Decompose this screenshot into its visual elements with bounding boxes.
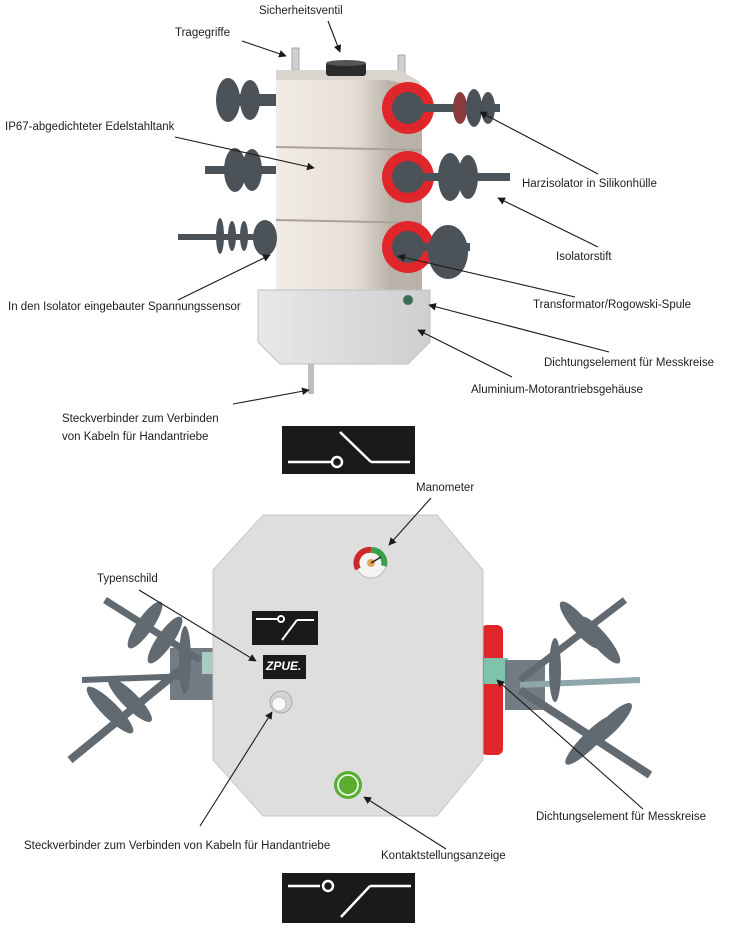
octagonal-drive-housing bbox=[212, 514, 484, 817]
bottom-leader-lines bbox=[138, 497, 644, 850]
recloser-side-view bbox=[178, 47, 510, 394]
type-plate bbox=[263, 655, 306, 679]
manometer bbox=[353, 546, 388, 579]
switch-symbol-open bbox=[282, 426, 415, 474]
label-contact-indicator: Kontaktstellungsanzeige bbox=[381, 850, 506, 862]
label-seal-measuring-bottom: Dichtungselement für Messkreise bbox=[536, 811, 707, 823]
switch-symbol-closed bbox=[282, 873, 415, 923]
right-insulators bbox=[420, 89, 510, 279]
label-manometer: Manometer bbox=[416, 482, 475, 494]
label-resin-insulator: Harzisolator in Silikonhülle bbox=[522, 178, 657, 190]
manual-drive-connector-rod bbox=[308, 364, 314, 394]
label-connector-line1: Steckverbinder zum Verbinden bbox=[62, 413, 219, 425]
aluminium-motor-drive-housing bbox=[257, 289, 431, 365]
label-voltage-sensor: In den Isolator eingebauter Spannungssen… bbox=[8, 301, 241, 313]
current-transformer-ring bbox=[481, 625, 503, 755]
label-motor-housing: Aluminium-Motorantriebsgehäuse bbox=[471, 384, 643, 396]
left-insulators bbox=[178, 78, 277, 256]
drive-housing-front-view bbox=[67, 514, 653, 817]
left-insulator-cluster bbox=[67, 597, 216, 764]
label-transformer: Transformator/Rogowski-Spule bbox=[533, 299, 692, 311]
label-seal-measuring-top: Dichtungselement für Messkreise bbox=[544, 357, 715, 369]
type-plate-text: ZPUE. bbox=[266, 659, 302, 673]
seal-element bbox=[403, 295, 413, 305]
top-leader-lines bbox=[174, 20, 610, 405]
stainless-steel-tank bbox=[276, 80, 388, 298]
current-transformer-rings bbox=[382, 82, 434, 273]
label-safety-valve: Sicherheitsventil bbox=[259, 5, 343, 17]
carry-handle-left bbox=[291, 47, 300, 71]
label-connector-line2: von Kabeln für Handantriebe bbox=[62, 431, 209, 443]
right-insulator-cluster bbox=[505, 597, 653, 779]
label-tank: IP67-abgedichteter Edelstahltank bbox=[5, 121, 175, 133]
measuring-circuit-seal bbox=[484, 658, 508, 684]
housing-switch-symbol bbox=[252, 611, 318, 645]
label-carry-handles: Tragegriffe bbox=[175, 27, 230, 39]
label-connector-bottom: Steckverbinder zum Verbinden von Kabeln … bbox=[24, 840, 331, 852]
label-insulator-pin: Isolatorstift bbox=[556, 251, 612, 263]
label-type-plate: Typenschild bbox=[97, 573, 158, 585]
